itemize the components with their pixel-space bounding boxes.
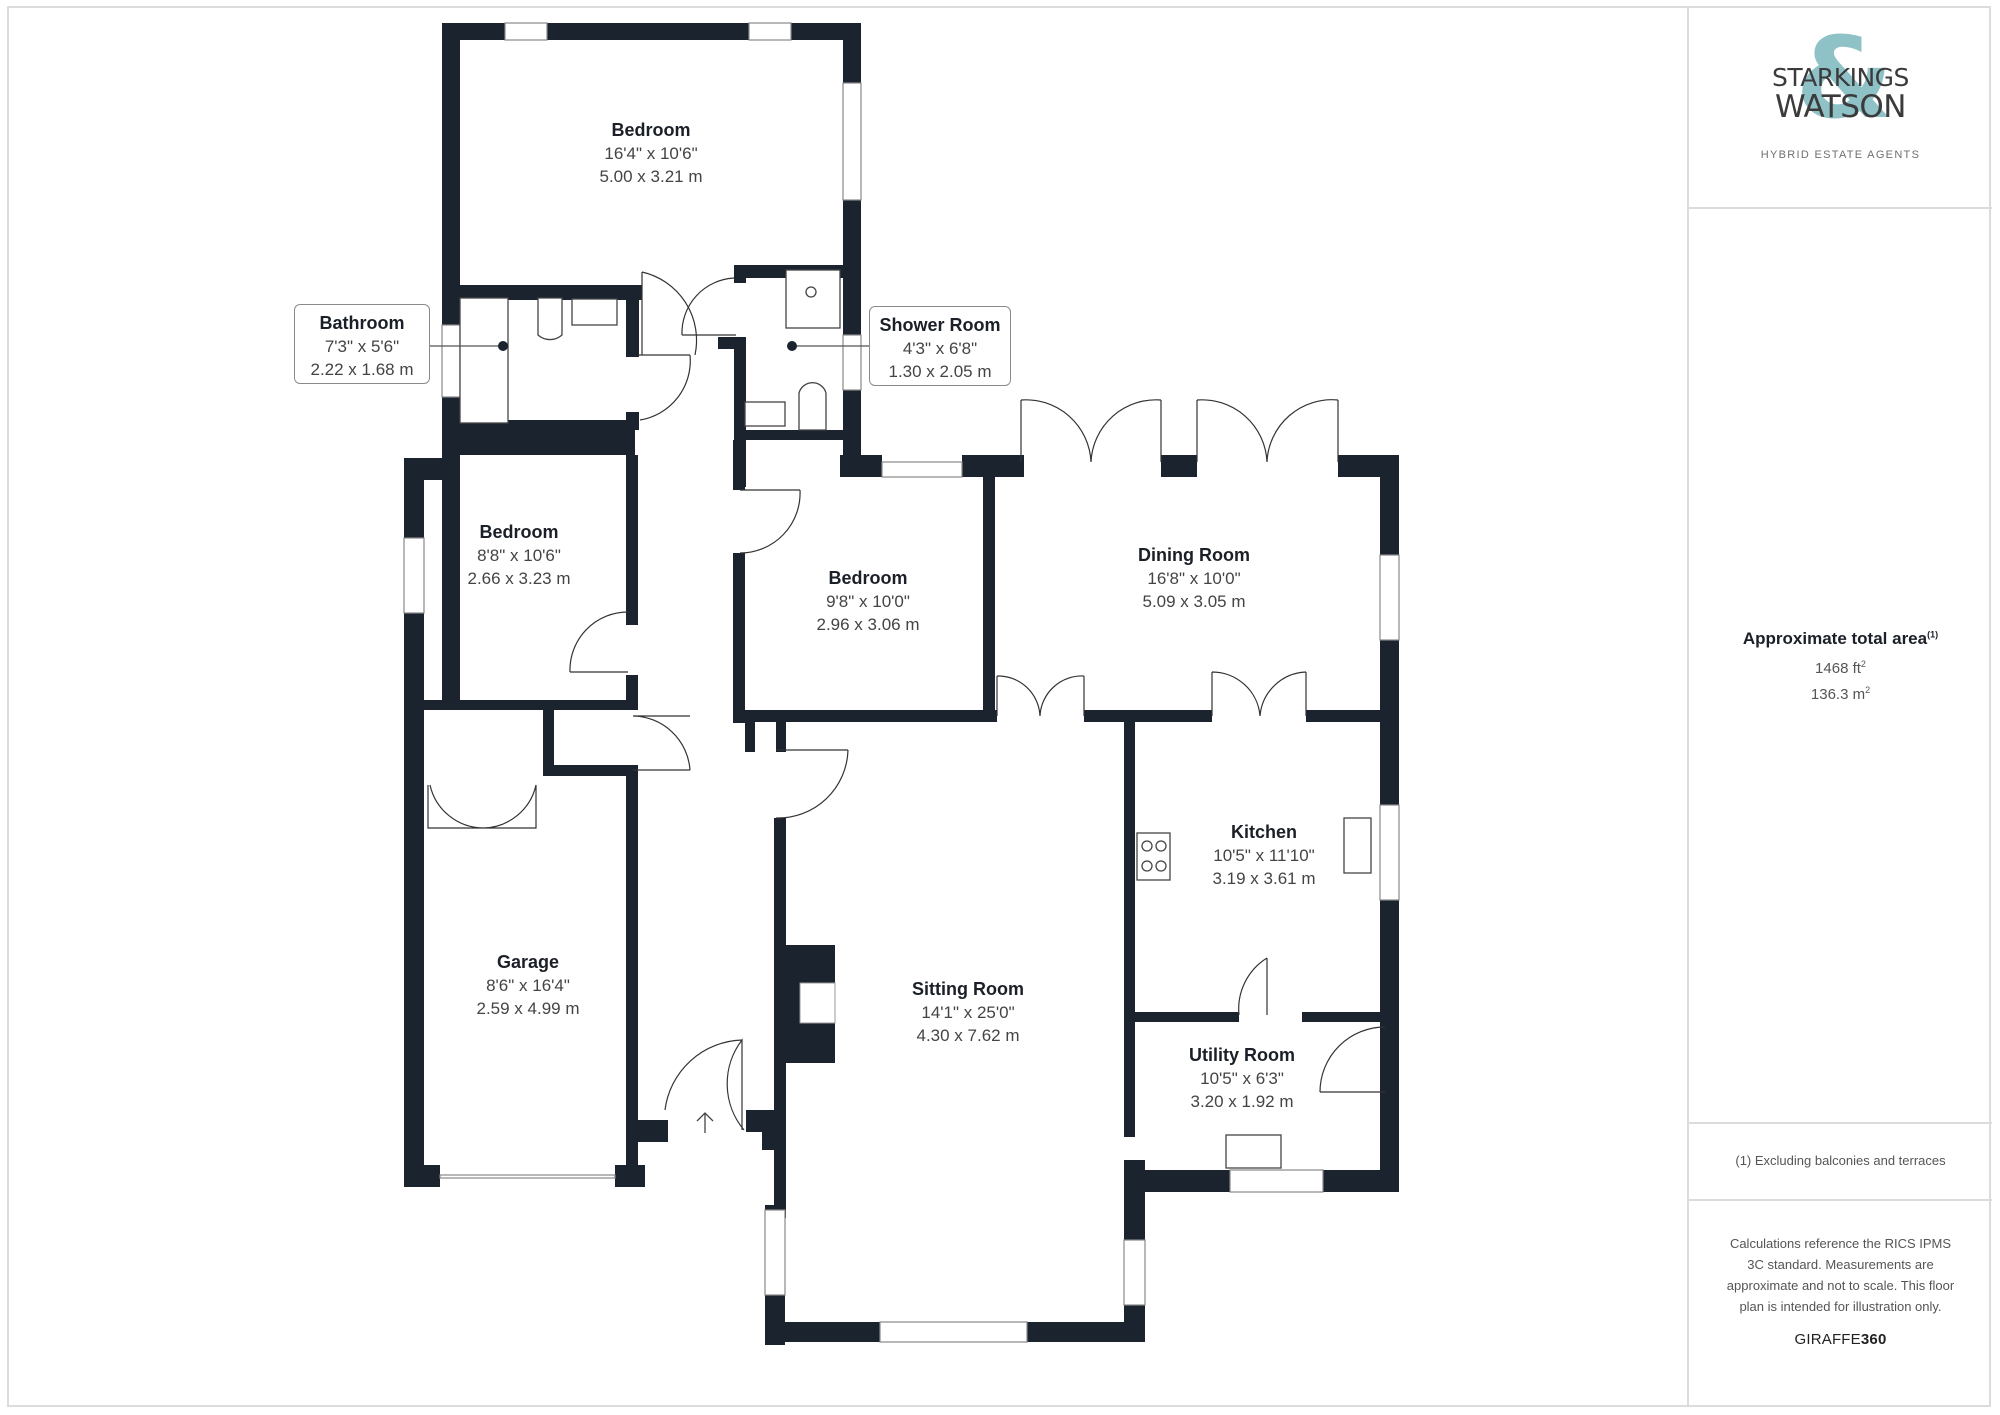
room-imperial: 8'6" x 16'4" <box>486 976 570 995</box>
brand-tagline: HYBRID ESTATE AGENTS <box>1760 148 1921 161</box>
room-name: Bedroom <box>479 522 559 542</box>
room-label-garage: Garage 8'6" x 16'4" 2.59 x 4.99 m <box>476 950 579 1020</box>
brand-name-line2: WATSON <box>1775 88 1906 125</box>
brand-name-line1: STARKINGS <box>1772 62 1909 92</box>
room-imperial: 14'1" x 25'0" <box>921 1003 1015 1022</box>
room-imperial: 16'8" x 10'0" <box>1147 569 1241 588</box>
disclaimer-section: Calculations reference the RICS IPMS 3C … <box>1689 1199 1992 1407</box>
room-name: Kitchen <box>1230 822 1298 842</box>
room-label-bathroom: Bathroom 7'3" x 5'6" 2.22 x 1.68 m <box>294 304 430 384</box>
room-metric: 2.22 x 1.68 m <box>310 360 414 379</box>
page-frame <box>7 6 1991 1407</box>
room-label-bedroom-left: Bedroom 8'8" x 10'6" 2.66 x 3.23 m <box>467 520 570 590</box>
info-panel: & STARKINGS WATSON HYBRID ESTATE AGENTS … <box>1687 6 1992 1407</box>
room-label-kitchen: Kitchen 10'5" x 11'10" 3.19 x 3.61 m <box>1212 820 1315 890</box>
room-label-bedroom-middle: Bedroom 9'8" x 10'0" 2.96 x 3.06 m <box>816 566 919 636</box>
total-area-title-text: Approximate total area <box>1742 628 1928 648</box>
room-metric: 3.20 x 1.92 m <box>1190 1092 1294 1111</box>
room-name: Garage <box>496 952 560 972</box>
room-imperial: 10'5" x 11'10" <box>1213 846 1315 865</box>
room-label-shower-room: Shower Room 4'3" x 6'8" 1.30 x 2.05 m <box>869 306 1011 386</box>
arrow-up-icon <box>696 1112 714 1133</box>
room-metric: 2.96 x 3.06 m <box>816 615 920 634</box>
room-name: Dining Room <box>1138 545 1250 565</box>
room-label-utility-room: Utility Room 10'5" x 6'3" 3.20 x 1.92 m <box>1189 1043 1295 1113</box>
logo-mark: & STARKINGS WATSON <box>1766 23 1916 135</box>
room-imperial: 10'5" x 6'3" <box>1200 1069 1284 1088</box>
disclaimer-text: Calculations reference the RICS IPMS 3C … <box>1726 1236 1955 1314</box>
provider-logo: GIRAFFE360 <box>1794 1331 1886 1348</box>
room-name: Bedroom <box>828 568 908 588</box>
area-sqm-value: 136.3 m <box>1810 685 1866 703</box>
room-imperial: 4'3" x 6'8" <box>902 339 978 358</box>
room-label-bedroom-main: Bedroom 16'4" x 10'6" 5.00 x 3.21 m <box>599 118 702 188</box>
doors <box>427 271 1386 1131</box>
room-name: Utility Room <box>1189 1045 1295 1065</box>
room-metric: 2.59 x 4.99 m <box>476 999 580 1018</box>
total-area-section: Approximate total area(1) 1468 ft2 136.3… <box>1689 209 1992 1124</box>
room-imperial: 16'4" x 10'6" <box>604 144 698 163</box>
room-metric: 1.30 x 2.05 m <box>888 362 992 381</box>
area-sqm-unit-sup: 2 <box>1865 684 1871 695</box>
brand-logo: & STARKINGS WATSON HYBRID ESTATE AGENTS <box>1689 6 1992 209</box>
fixtures <box>459 269 1372 1169</box>
area-sqft-value: 1468 ft <box>1815 659 1861 677</box>
room-imperial: 8'8" x 10'6" <box>477 546 561 565</box>
room-label-sitting-room: Sitting Room 14'1" x 25'0" 4.30 x 7.62 m <box>912 977 1024 1047</box>
area-sqft-unit-sup: 2 <box>1860 658 1866 669</box>
room-metric: 3.19 x 3.61 m <box>1212 869 1316 888</box>
provider-number: 360 <box>1860 1331 1887 1348</box>
room-metric: 2.66 x 3.23 m <box>467 569 571 588</box>
total-area-title: Approximate total area(1) <box>1743 629 1938 649</box>
provider-name: GIRAFFE <box>1794 1331 1861 1348</box>
ampersand-icon: & <box>1795 13 1894 144</box>
room-imperial: 7'3" x 5'6" <box>324 337 400 356</box>
footnote-marker: (1) <box>1927 628 1939 639</box>
area-sqft: 1468 ft2 <box>1815 659 1866 677</box>
room-name: Bathroom <box>319 313 405 333</box>
area-sqm: 136.3 m2 <box>1811 685 1870 703</box>
room-metric: 5.09 x 3.05 m <box>1142 592 1246 611</box>
room-metric: 5.00 x 3.21 m <box>599 167 703 186</box>
room-name: Shower Room <box>879 315 1001 335</box>
room-label-dining-room: Dining Room 16'8" x 10'0" 5.09 x 3.05 m <box>1138 543 1250 613</box>
room-name: Sitting Room <box>912 979 1024 999</box>
room-imperial: 9'8" x 10'0" <box>826 592 910 611</box>
room-metric: 4.30 x 7.62 m <box>916 1026 1020 1045</box>
footnote-text: (1) Excluding balconies and terraces <box>1735 1152 1946 1168</box>
windows <box>403 22 1400 1343</box>
footnote-section: (1) Excluding balconies and terraces <box>1689 1121 1992 1201</box>
room-name: Bedroom <box>611 120 691 140</box>
